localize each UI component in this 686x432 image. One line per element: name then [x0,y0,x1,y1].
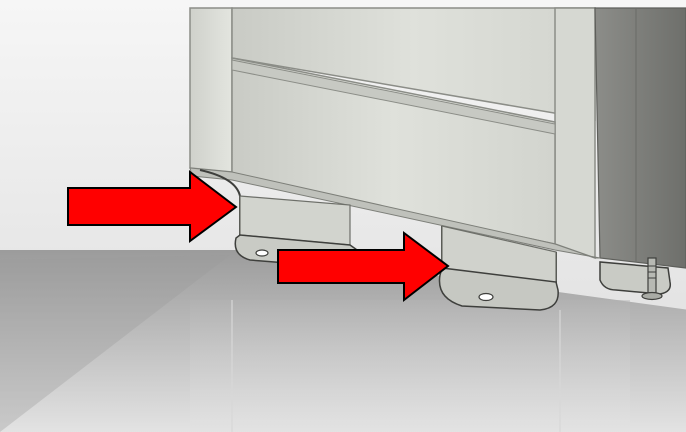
left-bracket-arrow [67,169,238,243]
leveling-foot [599,257,672,301]
kick-panel [189,57,601,259]
right-foot-bracket [438,225,559,311]
right-bracket-arrow [277,231,450,303]
cabinet-body [189,7,686,269]
